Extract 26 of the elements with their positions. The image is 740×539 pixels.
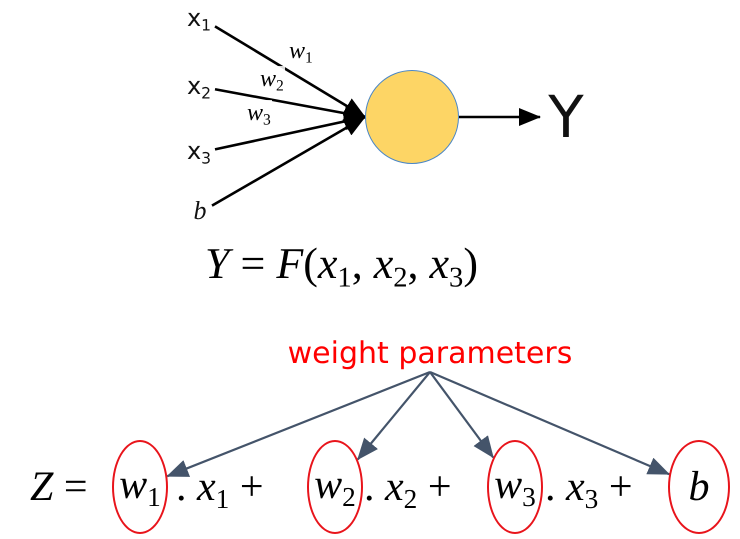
input-label: b bbox=[194, 196, 206, 226]
input-label: x$_{2}$ bbox=[186, 72, 212, 102]
arrow bbox=[459, 108, 541, 126]
arrow bbox=[211, 116, 366, 207]
input-label: x$_{1}$ bbox=[186, 4, 212, 34]
formula-part: . x$_{1}$ + bbox=[176, 466, 264, 514]
highlight-ellipse bbox=[112, 440, 168, 534]
weight-symbol: w$_{3}$ bbox=[494, 460, 536, 514]
highlight-ellipse bbox=[668, 440, 730, 534]
highlight-ellipse bbox=[487, 440, 543, 534]
formula-part: Z = bbox=[30, 466, 88, 508]
arrow bbox=[166, 370, 430, 478]
input-label: x$_{3}$ bbox=[186, 136, 212, 168]
weight-symbol: b bbox=[688, 463, 710, 511]
formula-part: . x$_{2}$ + bbox=[364, 466, 452, 514]
highlight-ellipse bbox=[307, 440, 363, 534]
weight-symbol: w$_{1}$ bbox=[119, 460, 161, 514]
formula-part: . x$_{3}$ + bbox=[545, 466, 632, 514]
arrow bbox=[430, 370, 670, 476]
arrow bbox=[214, 25, 366, 118]
output-label: Y bbox=[548, 83, 584, 151]
annotation-text: weight parameters bbox=[288, 336, 572, 370]
weight-symbol: w$_{2}$ bbox=[314, 460, 356, 514]
arrow bbox=[356, 371, 431, 460]
formula: Y = F(x$_{1}$, x$_{2}$, x$_{3}$) bbox=[205, 242, 478, 294]
arrow bbox=[429, 371, 494, 458]
